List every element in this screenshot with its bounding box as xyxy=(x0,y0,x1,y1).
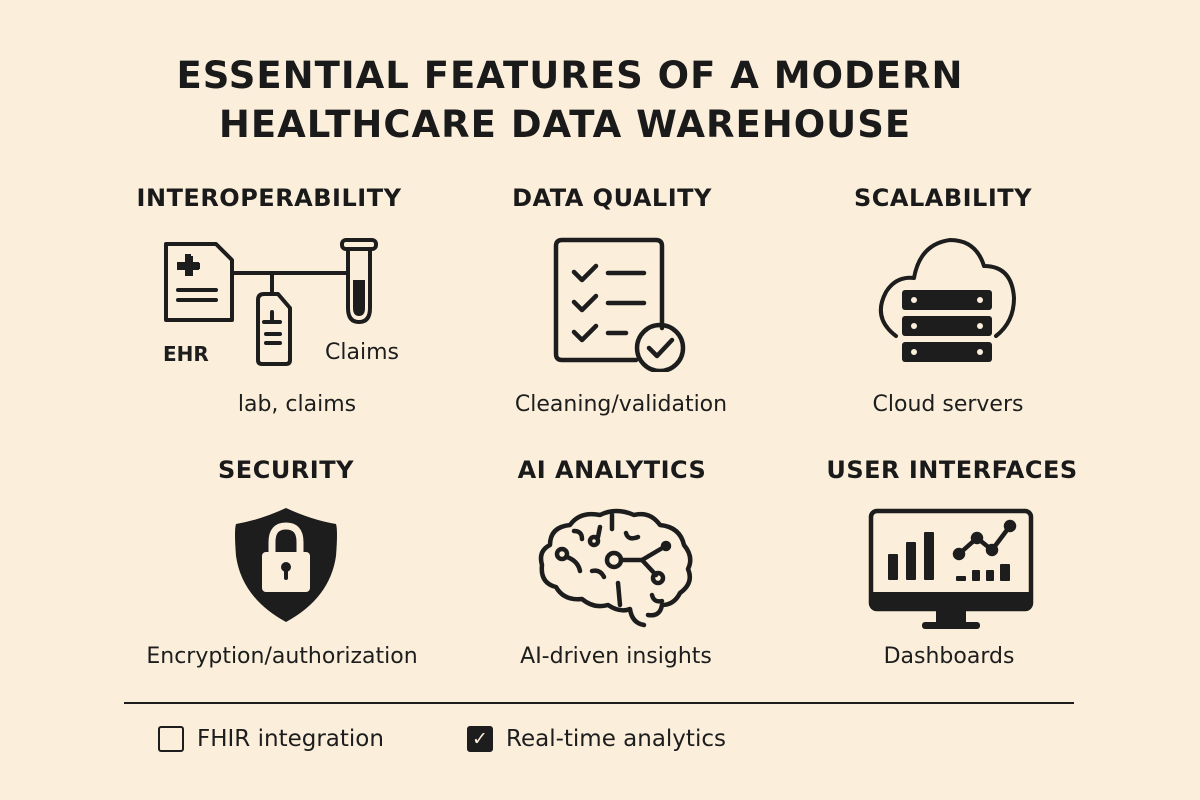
feature-heading-ai-analytics: AI ANALYTICS xyxy=(517,456,707,484)
feature-caption-security: Encryption/authorization xyxy=(146,644,418,669)
feature-caption-user-interfaces: Dashboards xyxy=(883,644,1015,669)
feature-caption-data-quality: Cleaning/validation xyxy=(514,392,728,417)
brain-circuit-icon xyxy=(536,505,696,629)
checklist-label: FHIR integration xyxy=(197,726,384,752)
monitor-dashboard-icon xyxy=(868,508,1034,634)
feature-heading-data-quality: DATA QUALITY xyxy=(512,184,712,212)
icon-label-ehr: EHR xyxy=(163,342,209,366)
page-title-line-1: ESSENTIAL FEATURES OF A MODERN xyxy=(176,54,964,97)
feature-heading-user-interfaces: USER INTERFACES xyxy=(826,456,1078,484)
feature-heading-scalability: SCALABILITY xyxy=(853,184,1033,212)
checklist-item-fhir-integration[interactable]: FHIR integration xyxy=(158,726,384,752)
feature-heading-security: SECURITY xyxy=(218,456,354,484)
checklist-validation-icon xyxy=(552,236,692,372)
checklist-item-real-time-analytics[interactable]: ✓ Real-time analytics xyxy=(467,726,726,752)
ehr-lab-claims-network-icon xyxy=(160,236,390,376)
checkbox-unchecked-icon[interactable] xyxy=(158,726,184,752)
cloud-server-icon xyxy=(876,236,1018,366)
page-title-line-2: HEALTHCARE DATA WAREHOUSE xyxy=(218,103,912,146)
checklist-label: Real-time analytics xyxy=(506,726,726,752)
feature-caption-ai-analytics: AI-driven insights xyxy=(520,644,712,669)
feature-caption-scalability: Cloud servers xyxy=(872,392,1024,417)
feature-heading-interoperability: INTEROPERABILITY xyxy=(136,184,402,212)
icon-label-claims: Claims xyxy=(325,340,399,365)
section-divider xyxy=(124,702,1074,704)
checkbox-checked-icon[interactable]: ✓ xyxy=(467,726,493,752)
shield-lock-icon xyxy=(232,506,340,624)
feature-caption-interoperability: lab, claims xyxy=(237,392,357,417)
